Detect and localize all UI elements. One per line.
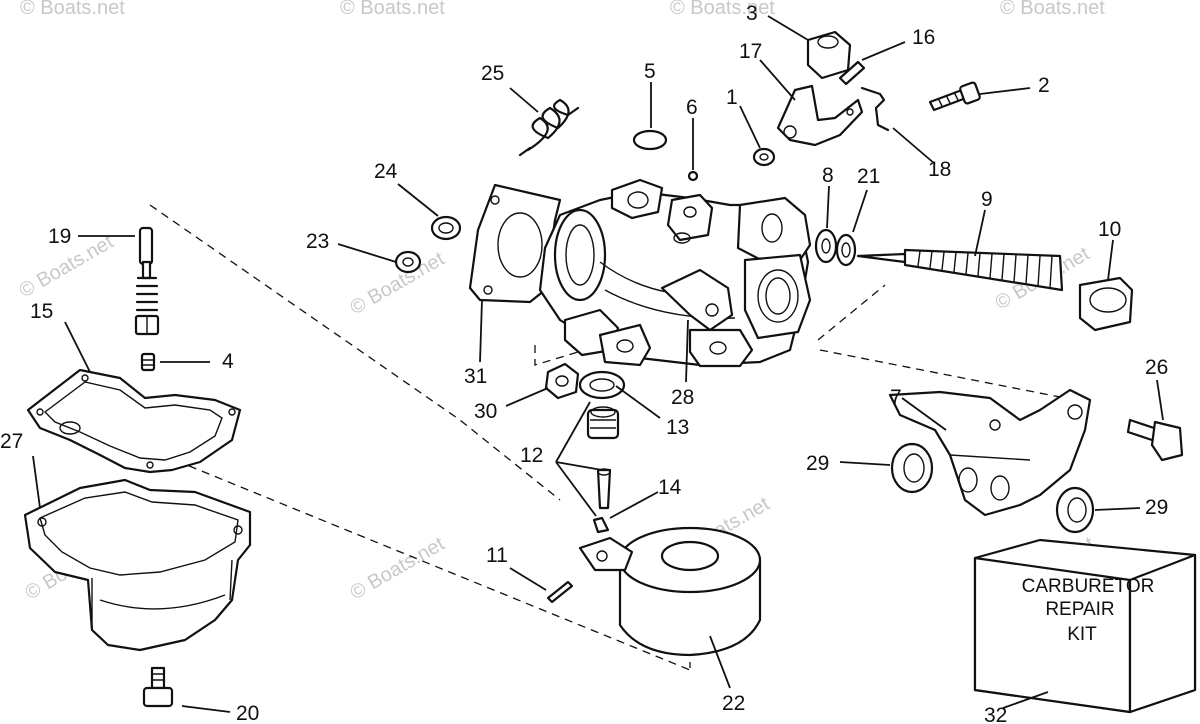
callout-22: 22 <box>722 692 745 715</box>
needle-seat-12 <box>586 406 620 440</box>
callout-19: 19 <box>48 225 71 248</box>
watermark: © Boats.net <box>20 0 125 19</box>
callout-15: 15 <box>30 300 53 323</box>
callout-17: 17 <box>739 40 762 63</box>
callout-1: 1 <box>726 86 738 109</box>
float-bowl-27 <box>23 478 252 652</box>
flange-gasket-31 <box>468 183 562 304</box>
callout-6: 6 <box>686 96 698 119</box>
callout-25: 25 <box>481 62 504 85</box>
callout-5: 5 <box>644 60 656 83</box>
kit-label-line2: REPAIR <box>1045 599 1114 620</box>
washer-8 <box>814 228 838 264</box>
needle-valve-19 <box>134 226 160 336</box>
screw-2 <box>928 81 981 112</box>
dashed-line <box>819 349 1066 399</box>
callout-9: 9 <box>981 188 993 211</box>
gasket-15 <box>26 368 242 474</box>
callout-16: 16 <box>912 26 935 49</box>
spring-clip-24 <box>430 215 462 241</box>
callout-24: 24 <box>374 160 398 183</box>
callout-26: 26 <box>1145 356 1168 379</box>
callout-27: 27 <box>0 430 23 453</box>
nut-30 <box>544 362 580 400</box>
bracket-7 <box>888 388 1092 517</box>
callout-4: 4 <box>222 350 234 373</box>
wire-link-18 <box>860 86 890 132</box>
dashed-line <box>817 284 886 341</box>
callout-7: 7 <box>890 386 902 409</box>
watermark: © Boats.net <box>347 533 449 605</box>
inlet-needle-12 <box>596 468 612 510</box>
callout-20: 20 <box>236 702 259 724</box>
cap-3 <box>806 30 852 80</box>
nut-23 <box>394 250 422 274</box>
callout-18: 18 <box>928 158 951 181</box>
callout-28: 28 <box>671 386 694 409</box>
dashed-line <box>534 345 579 366</box>
choke-lever-17 <box>776 84 864 147</box>
watermark: © Boats.net <box>1000 0 1105 19</box>
repair-kit-32: CARBURETOR REPAIR KIT <box>973 538 1197 714</box>
callout-12: 12 <box>520 444 543 467</box>
float-22 <box>578 526 762 657</box>
callout-3: 3 <box>746 2 758 25</box>
screw-26 <box>1126 418 1184 462</box>
callout-numbers: 1 2 3 4 5 6 7 8 9 10 11 12 13 14 15 16 1… <box>0 2 1168 724</box>
callout-2: 2 <box>1038 74 1050 97</box>
callout-10: 10 <box>1098 218 1121 241</box>
packing-nut-10 <box>1078 276 1134 332</box>
kit-label-line1: CARBURETOR <box>1022 576 1155 597</box>
callout-21: 21 <box>857 165 880 188</box>
washer-21 <box>835 233 857 267</box>
adjustment-needle-9 <box>856 248 1064 292</box>
kit-label-line3: KIT <box>1067 624 1097 645</box>
screw-16 <box>838 60 866 86</box>
spring-25 <box>518 98 580 157</box>
callout-29-left: 29 <box>806 452 829 475</box>
callout-8: 8 <box>822 164 834 187</box>
callout-11: 11 <box>486 544 508 567</box>
callout-29-right: 29 <box>1145 496 1168 519</box>
watermark: © Boats.net <box>340 0 445 19</box>
watermark: © Boats.net <box>670 0 775 19</box>
dashed-line <box>149 204 561 501</box>
leader-lines <box>32 15 1164 713</box>
hinge-pin-11 <box>546 580 574 604</box>
ball-6 <box>687 170 699 182</box>
callout-31: 31 <box>464 365 487 388</box>
screw-20 <box>142 666 174 708</box>
callout-13: 13 <box>666 416 689 439</box>
carburetor-body <box>538 178 812 368</box>
washer-1 <box>752 147 776 167</box>
pin-14 <box>592 516 610 534</box>
callout-23: 23 <box>306 230 329 253</box>
plug-5 <box>632 129 668 151</box>
callout-30: 30 <box>474 400 497 423</box>
callout-14: 14 <box>658 476 682 499</box>
gasket-13 <box>578 370 626 400</box>
callout-32: 32 <box>984 704 1007 724</box>
bushing-29-right <box>1055 486 1095 534</box>
bushing-29-left <box>890 442 934 494</box>
small-screw-4 <box>140 352 156 372</box>
